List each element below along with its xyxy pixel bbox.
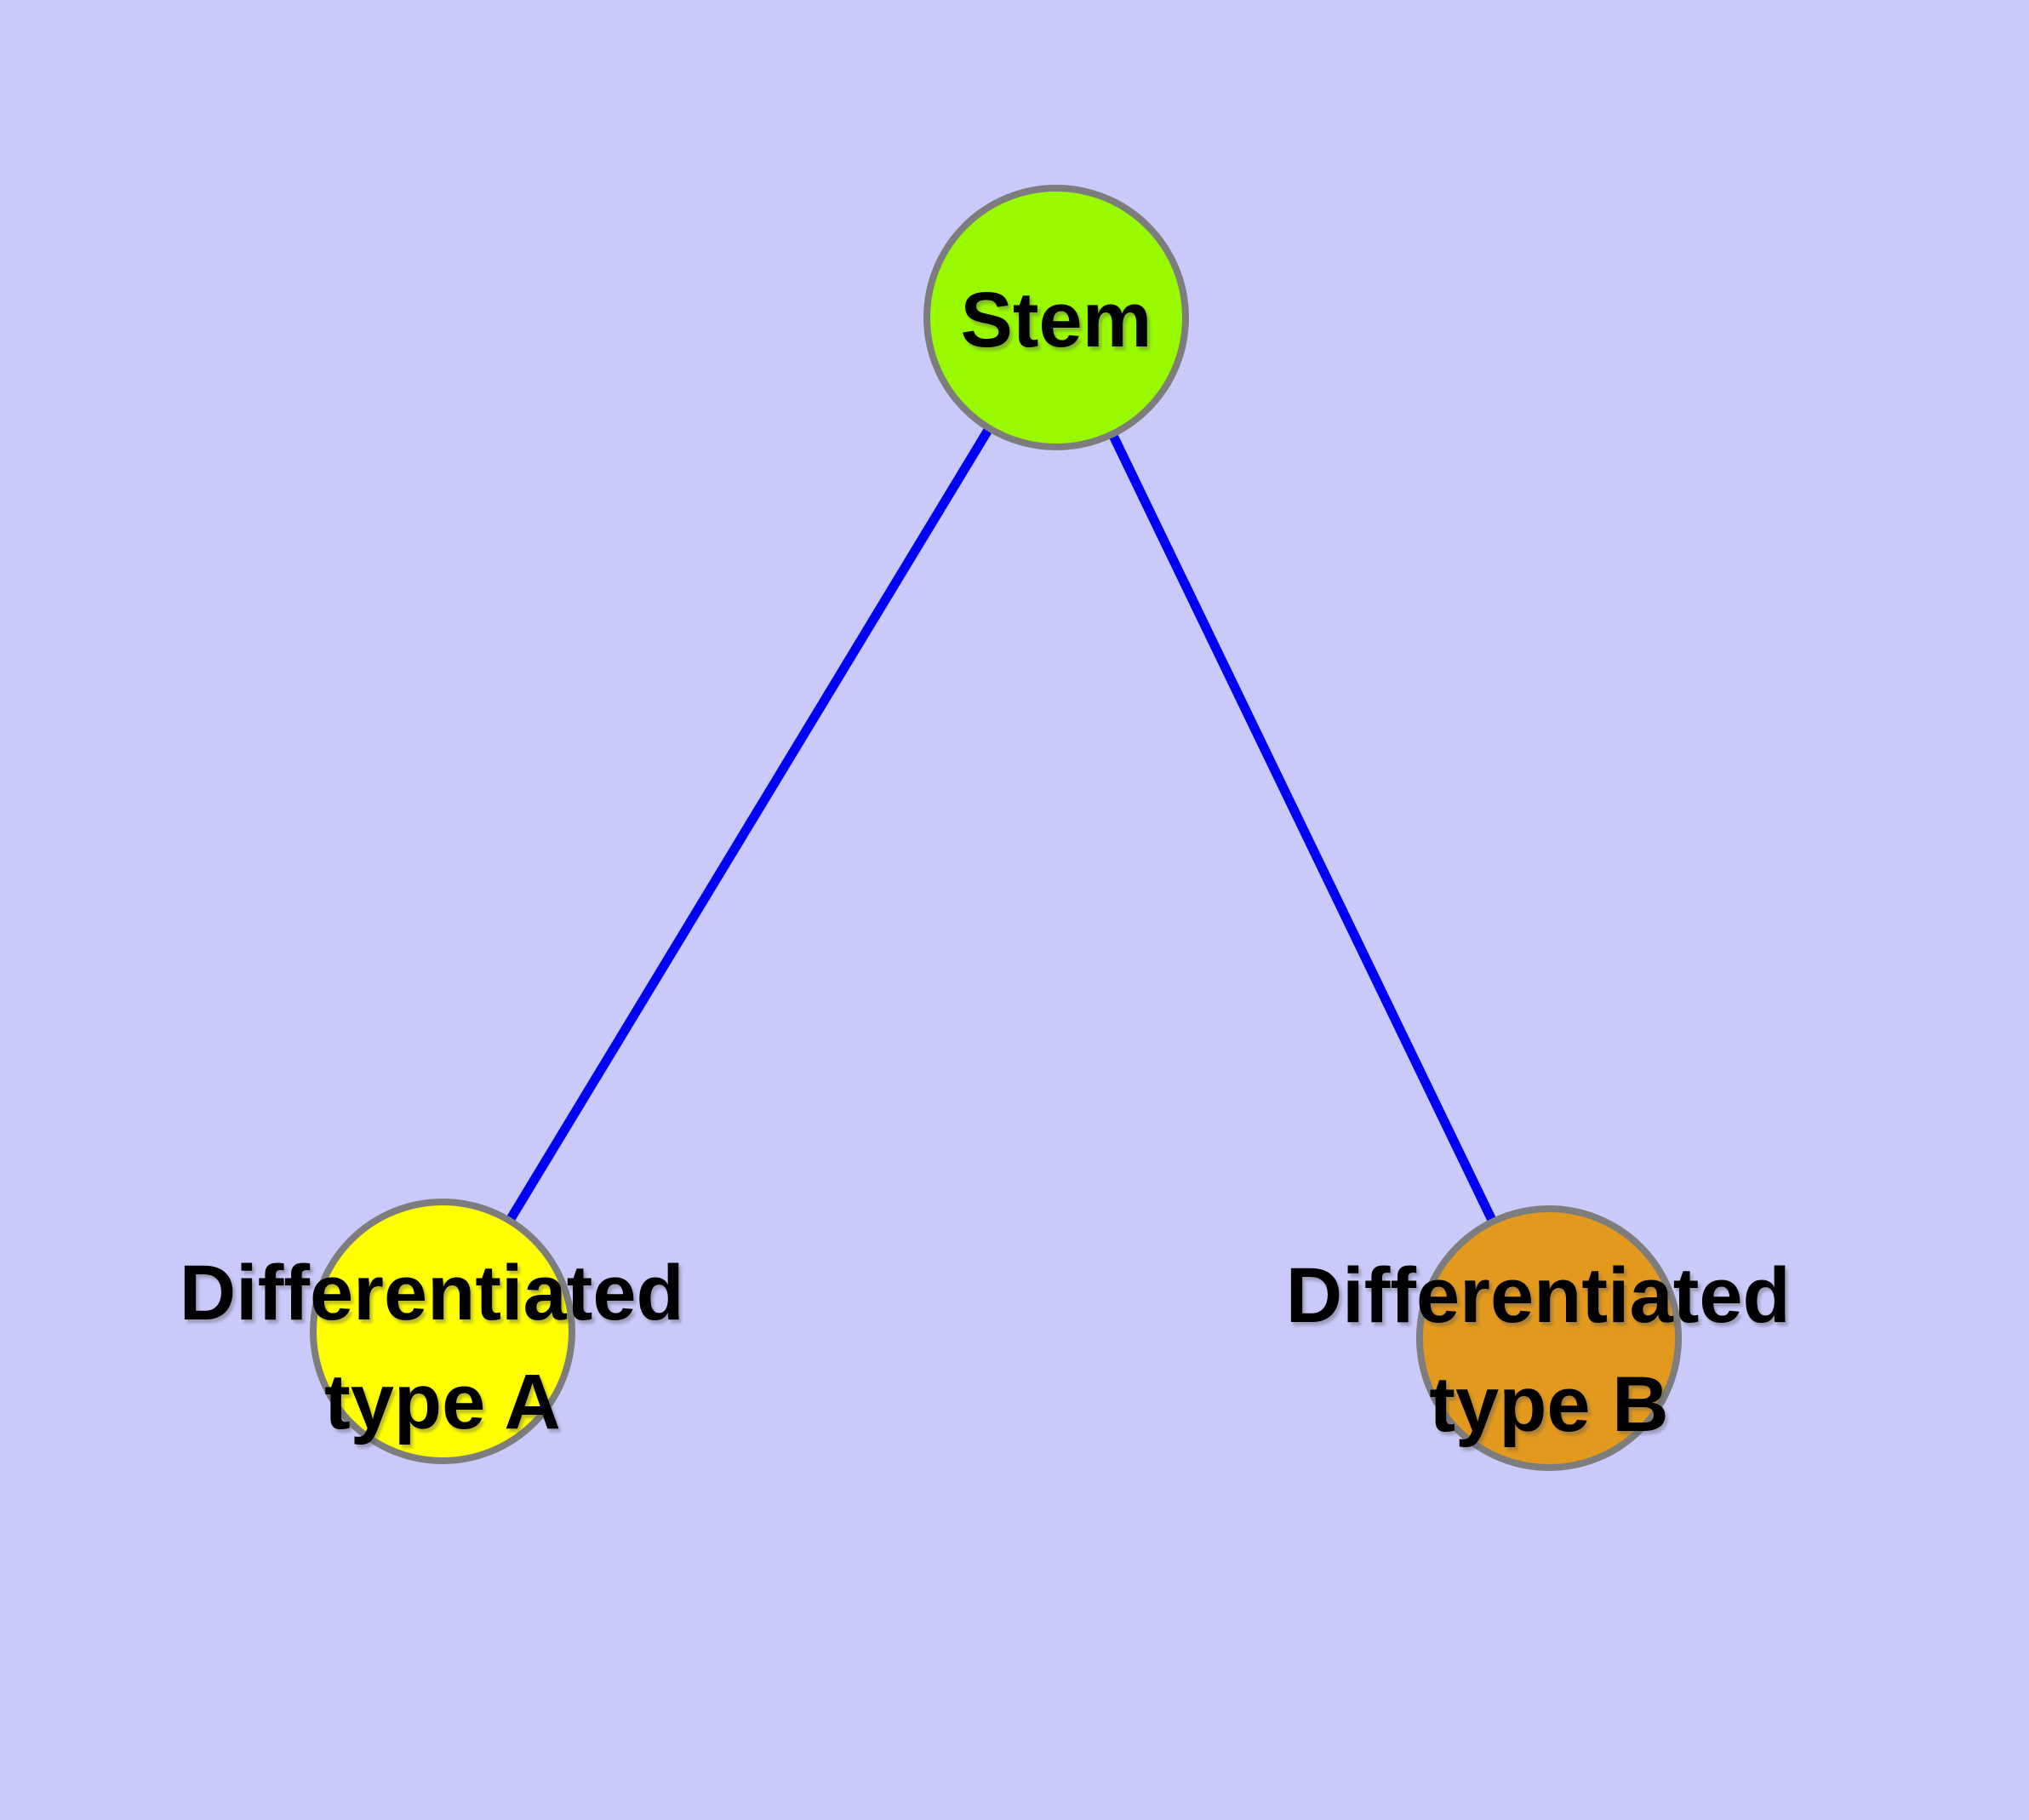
node-stem-label: Stem — [961, 277, 1152, 363]
node-type-a — [310, 1199, 575, 1464]
node-type-a-label-line-2: type A — [324, 1359, 561, 1445]
edge-stem-to-type-b — [1052, 315, 1553, 1341]
node-type-a-label: Differentiated type A — [180, 1250, 706, 1445]
node-type-b — [1416, 1205, 1682, 1471]
node-type-b-label: Differentiated type B — [1286, 1252, 1813, 1448]
node-type-a-label-line-1: Differentiated — [180, 1250, 684, 1336]
node-type-b-label-line-1: Differentiated — [1286, 1252, 1791, 1339]
edge-stem-to-type-a — [438, 315, 1060, 1334]
node-stem — [923, 185, 1189, 450]
node-type-b-label-line-2: type B — [1429, 1361, 1668, 1448]
